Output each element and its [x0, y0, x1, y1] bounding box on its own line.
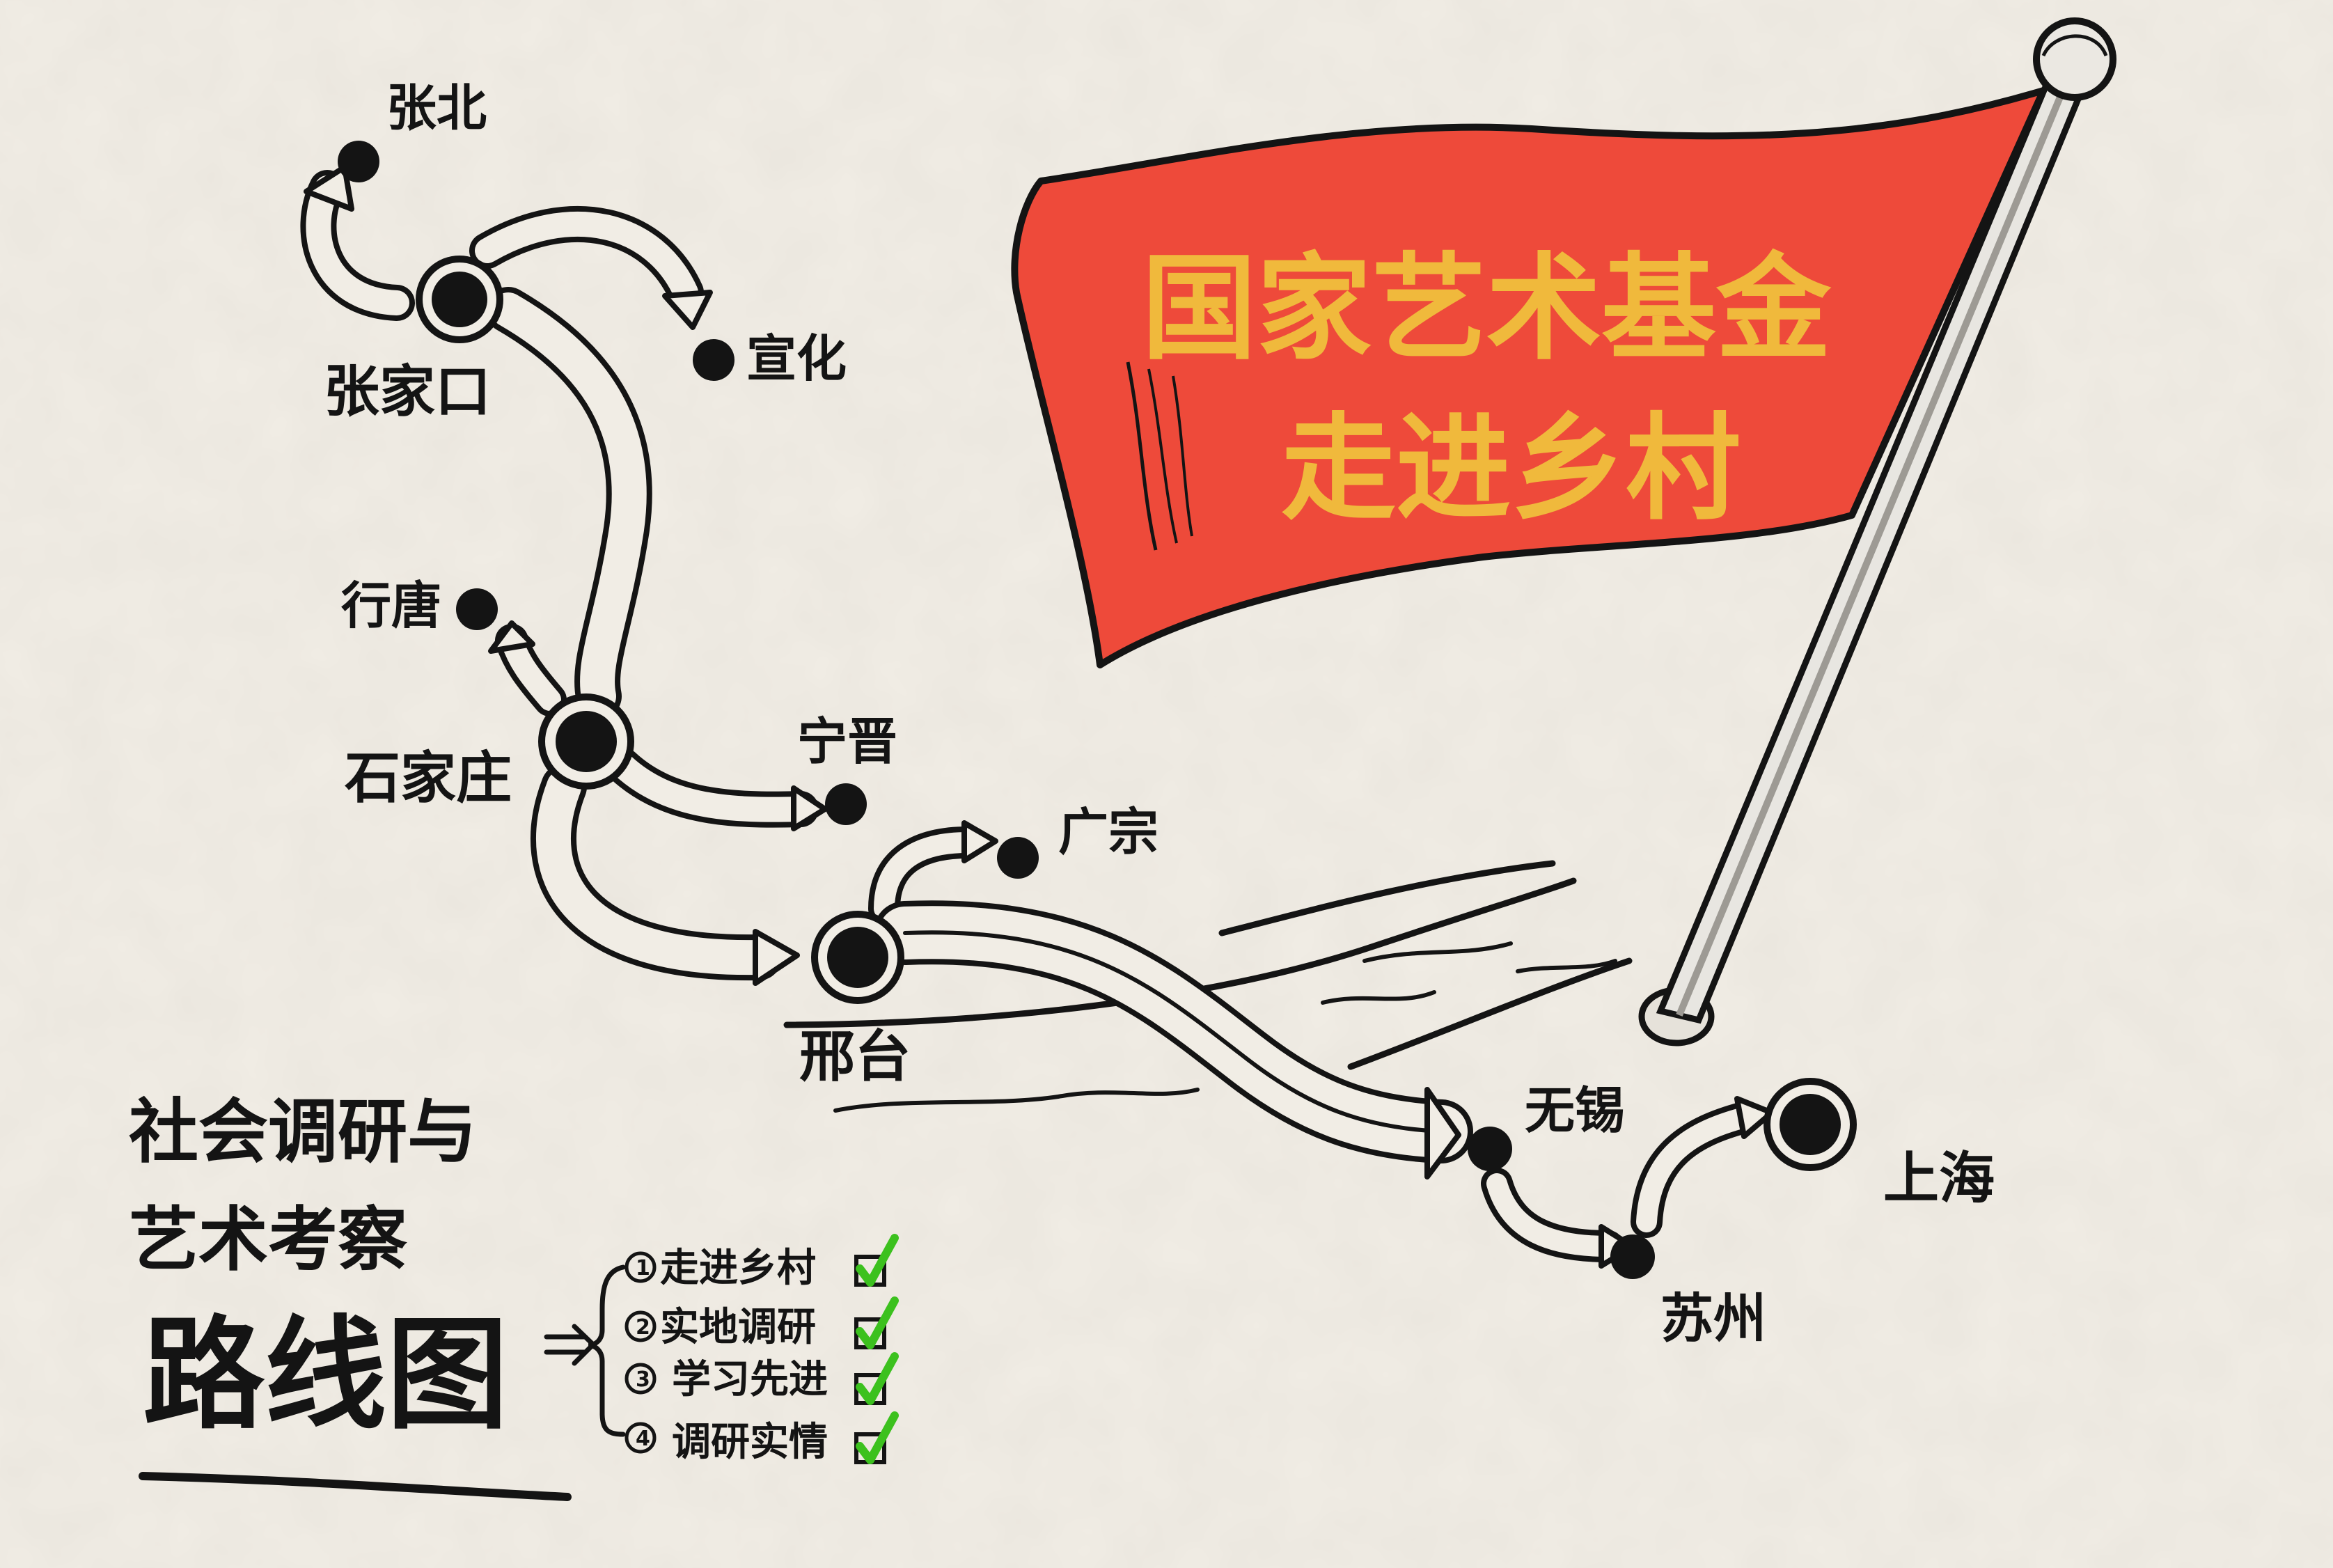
legend-brace [588, 1264, 626, 1437]
label-guangzong: 广宗 [1058, 803, 1158, 861]
flag-title-line1: 国家艺术基金 [1142, 240, 1832, 375]
label-wuxi: 无锡 [1525, 1081, 1625, 1140]
node-suzhou [1610, 1234, 1655, 1279]
label-xuanhua: 宣化 [746, 329, 847, 388]
node-xingtang [456, 588, 498, 630]
flag-banner [1011, 87, 2047, 668]
checkmark-1-icon [856, 1234, 899, 1287]
checklist-num-3: 3 [636, 1367, 650, 1392]
label-ningjin: 宁晋 [797, 712, 897, 771]
legend-title-line2: 艺术考察 [129, 1199, 407, 1280]
node-guangzong [997, 837, 1039, 879]
checklist-text-4: 调研实情 [672, 1420, 828, 1465]
checklist-num-4: 4 [636, 1427, 650, 1451]
checklist-num-2: 2 [636, 1315, 650, 1340]
checkmark-4-icon [856, 1411, 899, 1464]
legend: 社会调研与 艺术考察 路线图 1 走进乡村 2 实地调研 3 [129, 1091, 899, 1501]
node-shanghai [1764, 1078, 1857, 1171]
node-xuanhua [693, 339, 735, 381]
checklist-text-1: 走进乡村 [660, 1246, 816, 1291]
checkmark-3-icon [856, 1352, 899, 1405]
route-arrows [300, 164, 1775, 1269]
checklist-num-1: 1 [636, 1256, 650, 1280]
node-wuxi [1468, 1127, 1512, 1171]
label-xingtai: 邢台 [799, 1024, 911, 1089]
checklist-item-4: 4 调研实情 [625, 1411, 899, 1465]
city-nodes [338, 141, 1857, 1279]
label-zhangjiakou: 张家口 [324, 359, 491, 424]
label-zhangbei: 张北 [386, 79, 487, 137]
node-zhangjiakou [416, 256, 503, 343]
checklist-item-3: 3 学习先进 [625, 1352, 899, 1405]
flagpole-finial [2033, 17, 2116, 101]
flag: 国家艺术基金 走进乡村 [1011, 17, 2116, 1046]
checklist-item-1: 1 走进乡村 [625, 1234, 899, 1291]
node-shijiazhuang [538, 693, 634, 790]
label-shanghai: 上海 [1883, 1146, 1995, 1211]
legend-title-line1: 社会调研与 [129, 1091, 477, 1173]
checklist-text-3: 学习先进 [672, 1357, 828, 1402]
node-ningjin [825, 783, 867, 825]
city-labels: 张北 张家口 宣化 行唐 石家庄 宁晋 广宗 邢台 无锡 苏州 上海 [324, 79, 1995, 1349]
checkmark-2-icon [856, 1296, 899, 1349]
label-xingtang: 行唐 [341, 577, 441, 635]
checklist-item-2: 2 实地调研 [625, 1296, 899, 1350]
flag-title-line2: 走进乡村 [1281, 400, 1741, 535]
label-shijiazhuang: 石家庄 [345, 746, 512, 810]
river [783, 860, 1633, 1113]
legend-title-main: 路线图 [143, 1305, 508, 1446]
legend-underline [139, 1472, 572, 1501]
label-suzhou: 苏州 [1660, 1287, 1766, 1349]
checklist-text-2: 实地调研 [660, 1305, 816, 1350]
node-xingtai [811, 911, 904, 1004]
node-zhangbei [338, 141, 379, 182]
